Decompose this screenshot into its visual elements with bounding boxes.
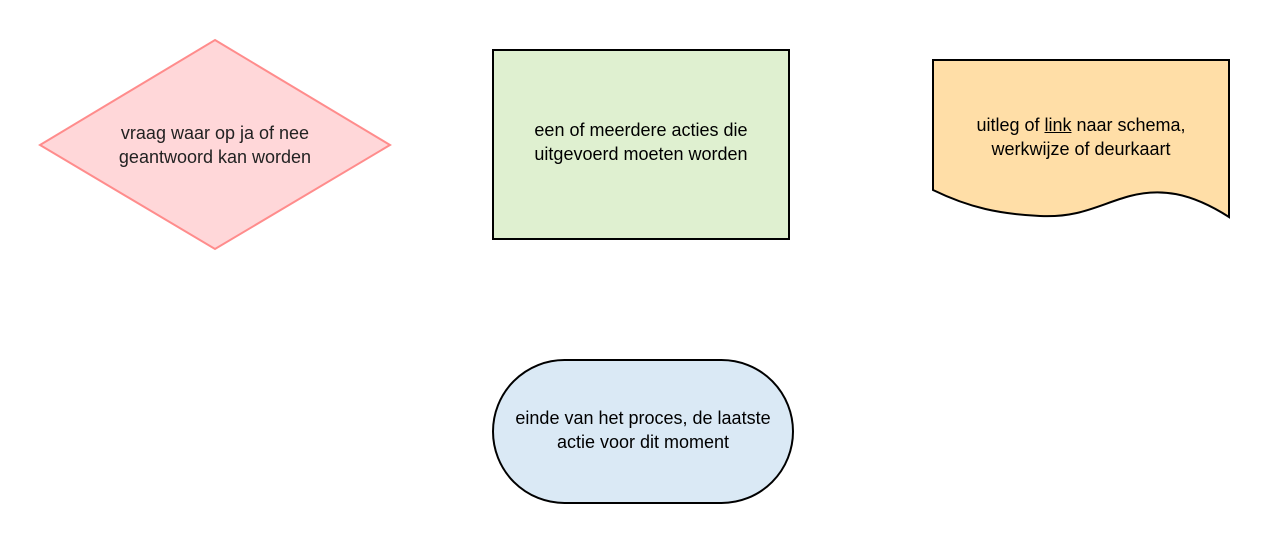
document-text-post: naar schema, — [1071, 115, 1186, 135]
terminator-line-1: einde van het proces, de laatste — [515, 408, 771, 428]
process-line-1: een of meerdere acties die — [534, 120, 748, 140]
terminator-line-2: actie voor dit moment — [556, 432, 730, 452]
decision-shape[interactable] — [38, 38, 392, 251]
process-line-2: uitgevoerd moeten worden — [534, 144, 748, 164]
document-shape[interactable] — [932, 59, 1230, 219]
document-text-pre: uitleg of — [976, 115, 1045, 135]
document-label: uitleg of link naar schema, werkwijze of… — [933, 97, 1229, 177]
decision-line-1: vraag waar op ja of nee — [120, 123, 310, 143]
process-label: een of meerdere acties die uitgevoerd moe… — [493, 102, 789, 182]
decision-label: vraag waar op ja of nee geantwoord kan wo… — [60, 105, 370, 185]
terminator-shape[interactable] — [492, 359, 794, 504]
document-link[interactable]: link — [1044, 115, 1072, 135]
document-line-2: werkwijze of deurkaart — [991, 139, 1171, 159]
decision-line-2: geantwoord kan worden — [118, 147, 312, 167]
process-shape[interactable] — [492, 49, 790, 240]
terminator-label: einde van het proces, de laatste actie vo… — [493, 390, 793, 470]
